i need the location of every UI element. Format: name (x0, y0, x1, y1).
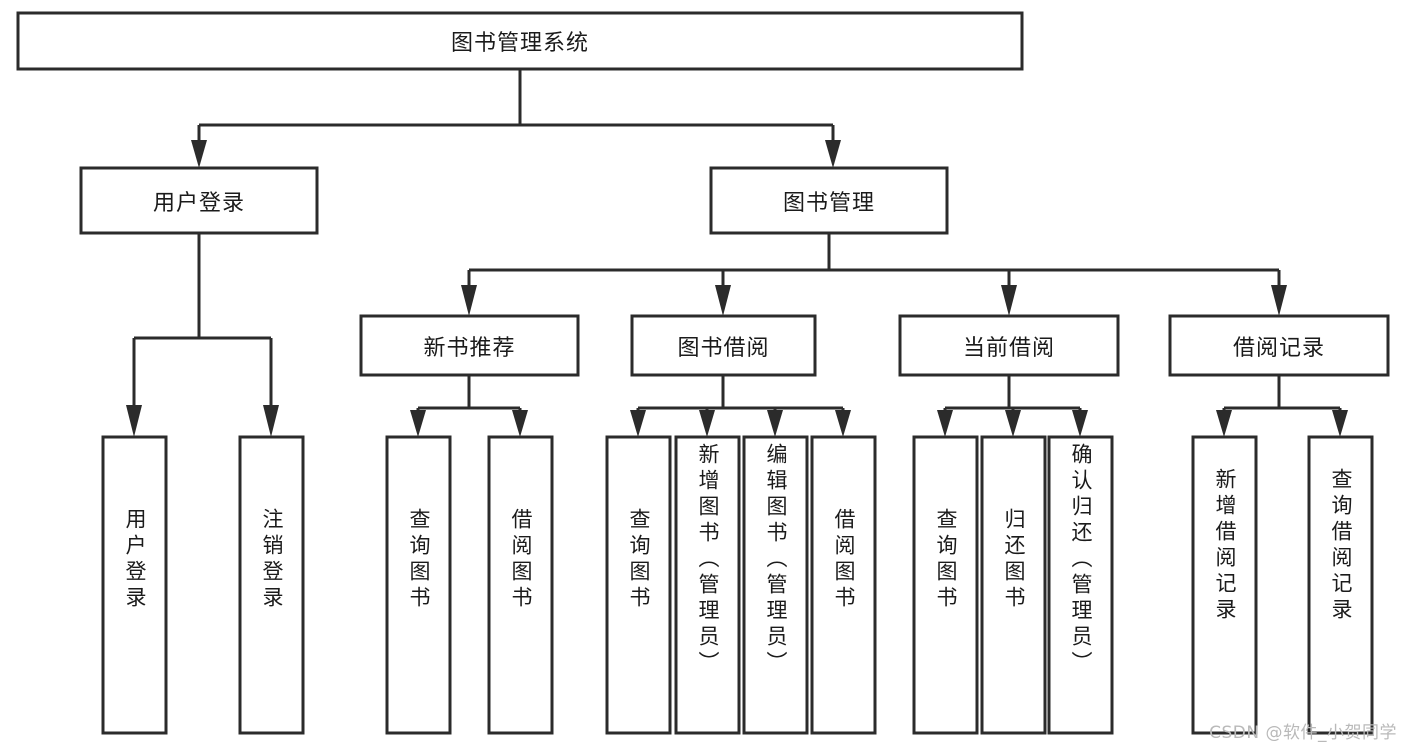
leaf-box-edit-book-admin[interactable] (742, 435, 809, 735)
node-box-borrow-record[interactable] (1168, 314, 1390, 377)
connector-current-borrow-to-leaves (937, 375, 1088, 437)
watermark: CSDN @软件_小贺同学 (1209, 723, 1397, 743)
connector-book-mgmt-to-level3 (461, 233, 1287, 316)
node-box-book-management[interactable] (709, 166, 949, 235)
leaf-box-query-book-newbook[interactable] (385, 435, 452, 735)
node-box-user-login[interactable] (79, 166, 319, 235)
leaf-box-logout[interactable] (238, 435, 305, 735)
leaf-box-borrow-book[interactable] (810, 435, 877, 735)
leaf-box-add-borrow-record[interactable] (1191, 435, 1258, 735)
leaf-box-return-book[interactable] (980, 435, 1047, 735)
connector-user-login-to-leaves (126, 233, 279, 437)
leaf-box-user-login[interactable] (101, 435, 168, 735)
connector-new-book-to-leaves (410, 375, 528, 437)
node-box-new-book-recommend[interactable] (359, 314, 580, 377)
leaf-box-add-book-admin[interactable] (674, 435, 741, 735)
connector-borrow-book-to-leaves (630, 375, 851, 437)
leaf-box-query-borrow-record[interactable] (1307, 435, 1374, 735)
connector-root-to-level2 (191, 69, 841, 168)
leaf-box-query-book-borrow[interactable] (605, 435, 672, 735)
node-box-root[interactable] (16, 11, 1024, 71)
node-box-book-borrow[interactable] (630, 314, 817, 377)
leaf-box-query-book-current[interactable] (912, 435, 979, 735)
node-box-current-borrow[interactable] (898, 314, 1120, 377)
leaf-box-confirm-return-admin[interactable] (1047, 435, 1114, 735)
connector-borrow-record-to-leaves (1216, 375, 1348, 437)
leaf-box-borrow-book-newbook[interactable] (487, 435, 554, 735)
